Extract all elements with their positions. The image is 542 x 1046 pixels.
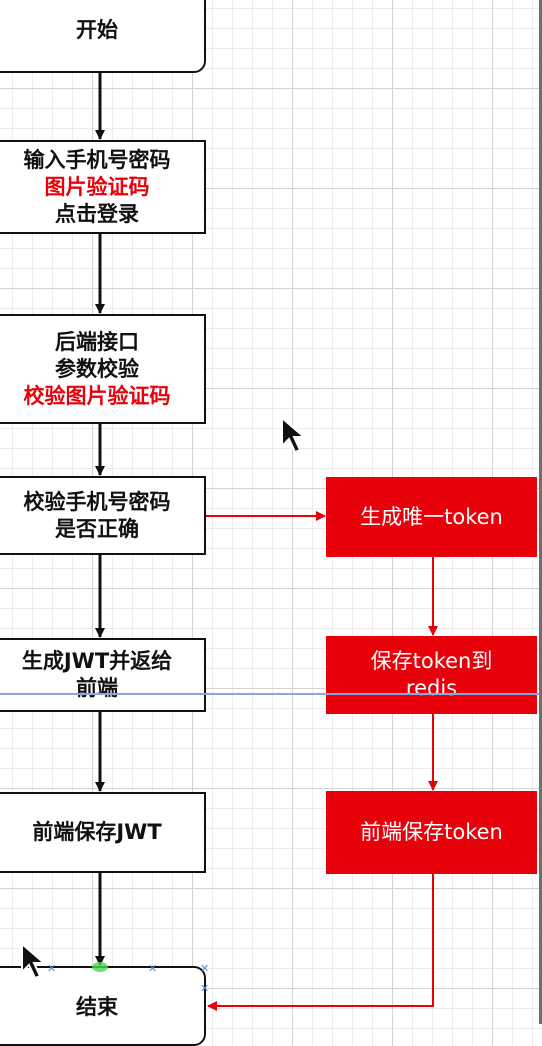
- node-frontendtoken-label: 前端保存token: [360, 820, 503, 844]
- node-input-credentials[interactable]: 输入手机号密码 图片验证码 点击登录: [0, 140, 206, 234]
- selection-handle-icon[interactable]: ✕: [148, 962, 158, 975]
- node-input-line2: 图片验证码: [44, 174, 150, 199]
- selection-handle-icon[interactable]: ✕: [200, 962, 210, 975]
- overlay-divider: [0, 693, 542, 695]
- node-save-token-redis[interactable]: 保存token到 redis: [326, 636, 537, 714]
- node-check-line1: 校验手机号密码: [23, 489, 171, 514]
- edge-frontendtoken-to-end: [207, 874, 434, 1011]
- selection-handle-icon[interactable]: ✕: [47, 962, 57, 975]
- node-backend-validate[interactable]: 后端接口 参数校验 校验图片验证码: [0, 314, 206, 424]
- selection-handle-icon[interactable]: ✕: [200, 982, 210, 995]
- node-saveredis-line2: redis: [405, 676, 458, 700]
- node-input-line1: 输入手机号密码: [23, 147, 171, 172]
- node-backend-line1: 后端接口: [55, 329, 139, 354]
- node-save-jwt[interactable]: 前端保存JWT: [0, 792, 206, 873]
- node-end-label: 结束: [76, 995, 118, 1019]
- node-backend-line3: 校验图片验证码: [23, 383, 171, 408]
- node-frontend-save-token[interactable]: 前端保存token: [326, 791, 537, 874]
- node-saveredis-line1: 保存token到: [370, 649, 493, 673]
- window-edge: [539, 0, 542, 1024]
- node-genjwt-line1: 生成JWT并返给: [21, 649, 173, 673]
- node-savejwt-label: 前端保存JWT: [32, 820, 162, 844]
- connection-point-icon[interactable]: [92, 962, 108, 972]
- node-input-line3: 点击登录: [55, 201, 139, 226]
- node-start-label: 开始: [76, 18, 118, 42]
- node-generate-token[interactable]: 生成唯一token: [326, 477, 537, 557]
- node-check-line2: 是否正确: [55, 516, 139, 541]
- mouse-cursor-icon: [281, 416, 307, 454]
- mouse-cursor-icon: [21, 942, 47, 980]
- node-gentoken-label: 生成唯一token: [360, 504, 503, 529]
- connectors: [95, 73, 438, 1011]
- node-check-credentials[interactable]: 校验手机号密码 是否正确: [0, 476, 206, 555]
- node-generate-jwt[interactable]: 生成JWT并返给 前端: [0, 638, 206, 712]
- node-genjwt-line2: 前端: [76, 676, 118, 700]
- node-backend-line2: 参数校验: [55, 356, 139, 381]
- node-start[interactable]: 开始: [0, 0, 206, 73]
